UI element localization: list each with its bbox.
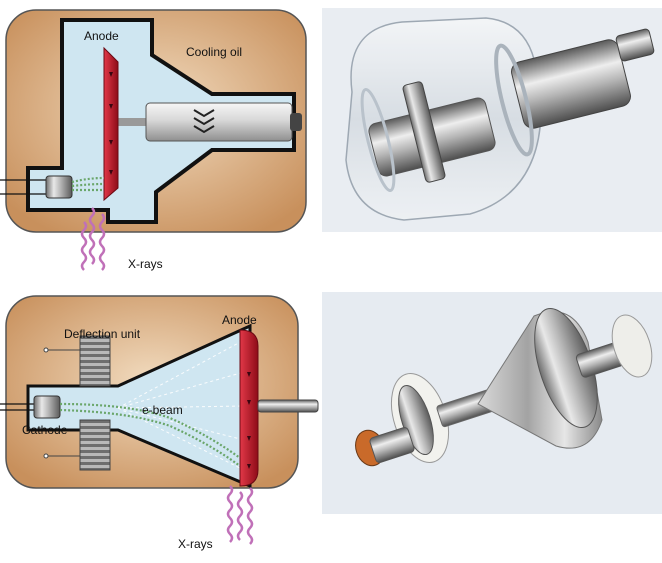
glass-ring-right (494, 43, 534, 157)
right-insulator-photo (611, 314, 653, 378)
deflection-coil-top (79, 335, 111, 387)
rotor-housing-photo (511, 39, 631, 129)
bottom-anode-label: Anode (222, 313, 257, 327)
glass-ring-left (360, 87, 396, 193)
cathode-label: Cathode (22, 423, 68, 437)
rotor-connector-photo (615, 28, 655, 62)
rotation-chevrons (193, 109, 215, 134)
electron-beam (71, 176, 105, 192)
deflection-coil-bottom (79, 419, 111, 471)
rotor-cylinder (145, 102, 293, 142)
cathode (45, 175, 73, 199)
deflection-unit-label: Deflection unit (64, 327, 141, 341)
deflection-wires (43, 347, 80, 459)
top-xrays-label: X-rays (128, 257, 163, 271)
bottom-tube-diagram: Deflection unit Anode e-beam Cathode X-r… (0, 295, 319, 551)
scan-lines (117, 339, 245, 471)
bottom-tube-photo (322, 292, 662, 514)
top-xray-emission (80, 207, 106, 271)
bottom-cathode (33, 395, 61, 419)
cooling-oil-label: Cooling oil (186, 45, 242, 59)
bottom-xrays-label: X-rays (178, 537, 213, 551)
e-beam-label: e-beam (142, 403, 183, 417)
top-tube-photo (322, 8, 662, 232)
anode-disc (103, 46, 119, 202)
inner-flange (402, 81, 446, 183)
rotor-end-cap (290, 113, 302, 131)
bottom-anode (239, 329, 259, 487)
bottom-anode-arrows (247, 372, 251, 469)
bottom-xray-emission (226, 485, 254, 545)
anode-arrows (109, 72, 113, 175)
bottom-anode-shaft (257, 399, 319, 413)
top-anode-label: Anode (84, 29, 119, 43)
cathode-neck-photo (369, 426, 415, 464)
rotor-shaft (114, 118, 148, 126)
left-metal-ring (398, 384, 434, 456)
top-tube-diagram: Anode Cooling oil X-rays (0, 9, 307, 271)
